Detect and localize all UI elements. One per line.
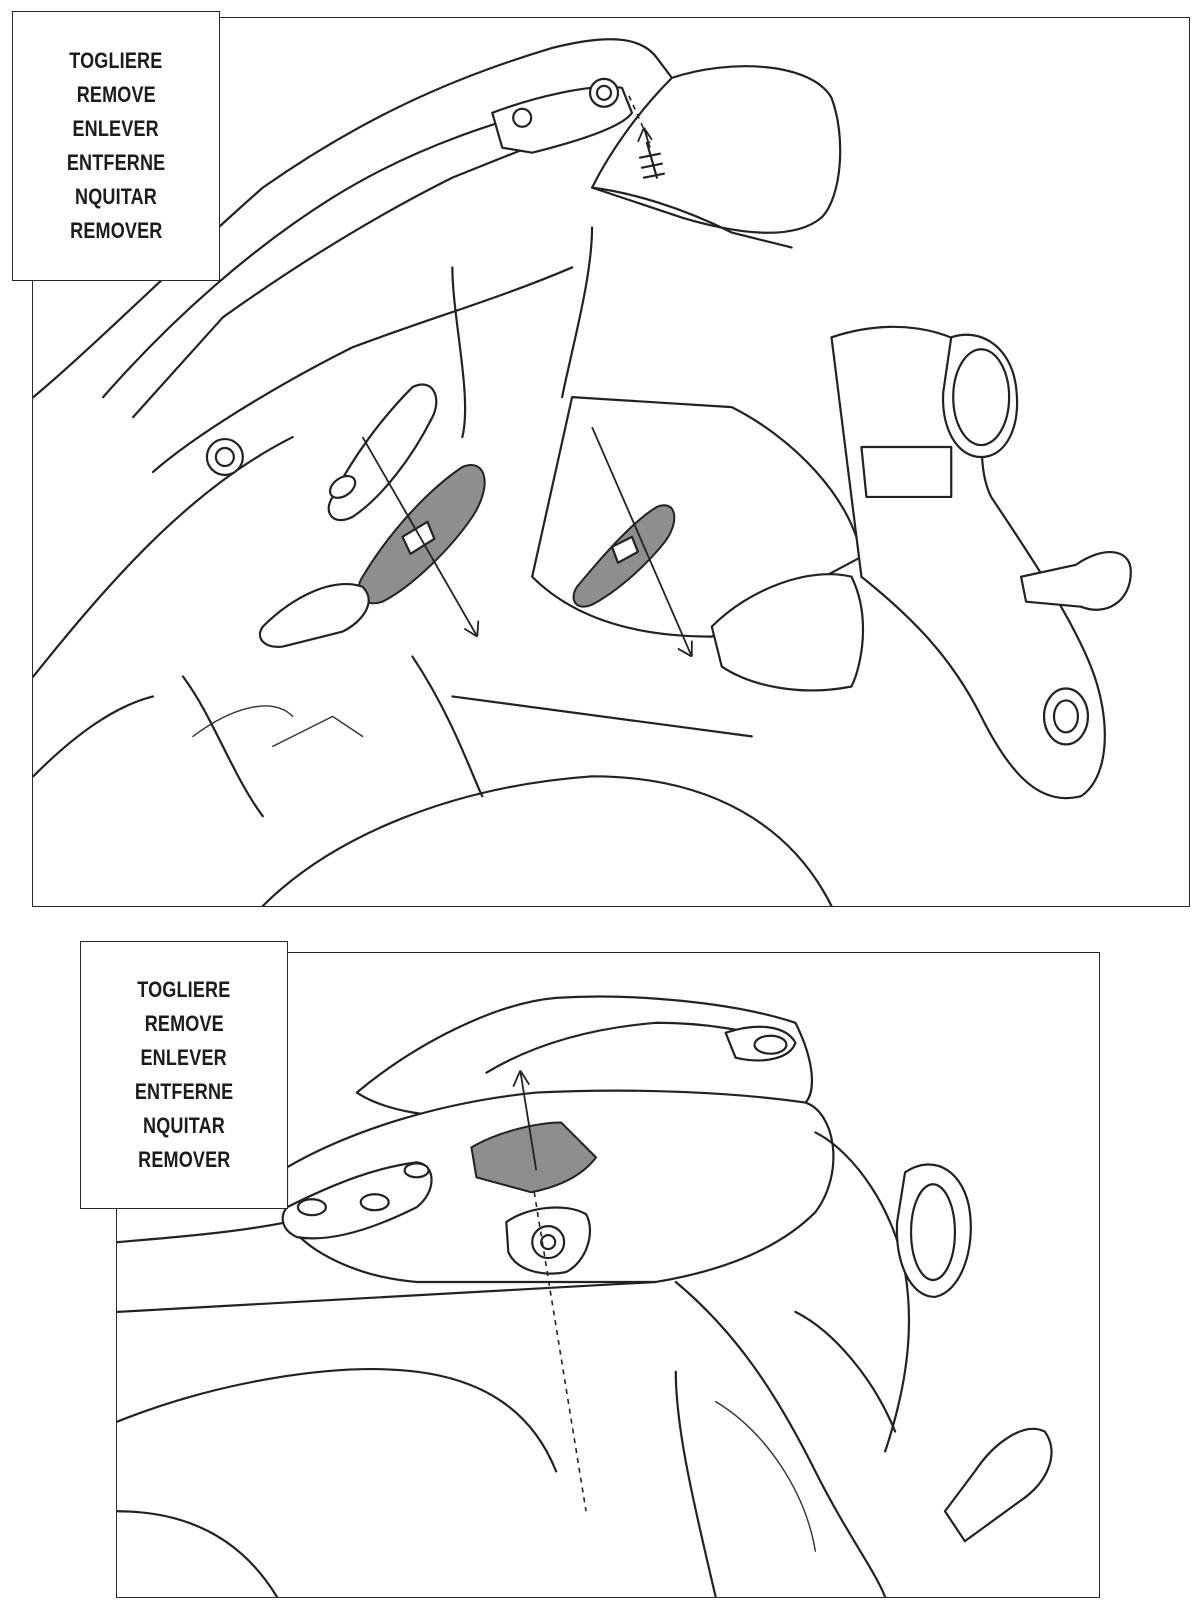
clip-right — [610, 535, 640, 564]
label-line-es: NQUITAR — [142, 1113, 225, 1138]
reflector — [860, 445, 953, 499]
tail-section-illustration-bottom — [117, 995, 1053, 1597]
top-illustration-panel — [32, 17, 1190, 907]
tail-light-lens — [710, 573, 865, 692]
label-line-de: ENTFERNE — [66, 150, 166, 175]
fixing-axis — [533, 1192, 587, 1512]
label-line-en: REMOVE — [144, 1011, 224, 1036]
removal-label-bottom: TOGLIERE REMOVE ENLEVER ENTFERNE NQUITAR… — [80, 941, 288, 1209]
label-line-es: NQUITAR — [74, 184, 157, 209]
clip-left — [401, 520, 436, 555]
screw-icon — [638, 141, 665, 179]
tail-section-illustration-top — [33, 38, 1132, 906]
label-line-fr: ENLEVER — [140, 1045, 228, 1070]
tail-fairing-outline — [33, 38, 673, 399]
label-line-it: TOGLIERE — [69, 48, 163, 73]
turn-signal — [943, 1427, 1053, 1543]
rear-wheel-arc — [261, 775, 833, 906]
arrow-icon — [591, 426, 693, 657]
label-line-it: TOGLIERE — [137, 977, 231, 1002]
slot-upper — [327, 383, 438, 522]
turn-signal-right — [1019, 551, 1132, 611]
tail-light-housing — [590, 65, 842, 234]
mounting-plate — [281, 1161, 433, 1240]
bolt-small — [512, 107, 533, 128]
arrow-icon — [519, 1070, 538, 1171]
arrow-icon — [361, 436, 479, 638]
label-line-pt: REMOVER — [69, 218, 163, 243]
label-line-pt: REMOVER — [137, 1147, 231, 1172]
seat-cowl — [285, 1089, 835, 1284]
label-line-de: ENTFERNE — [134, 1079, 234, 1104]
footpeg-bracket — [258, 583, 370, 648]
label-line-fr: ENLEVER — [72, 116, 160, 141]
removal-label-top: TOGLIERE REMOVE ENLEVER ENTFERNE NQUITAR… — [12, 11, 220, 281]
label-line-en: REMOVE — [76, 82, 156, 107]
